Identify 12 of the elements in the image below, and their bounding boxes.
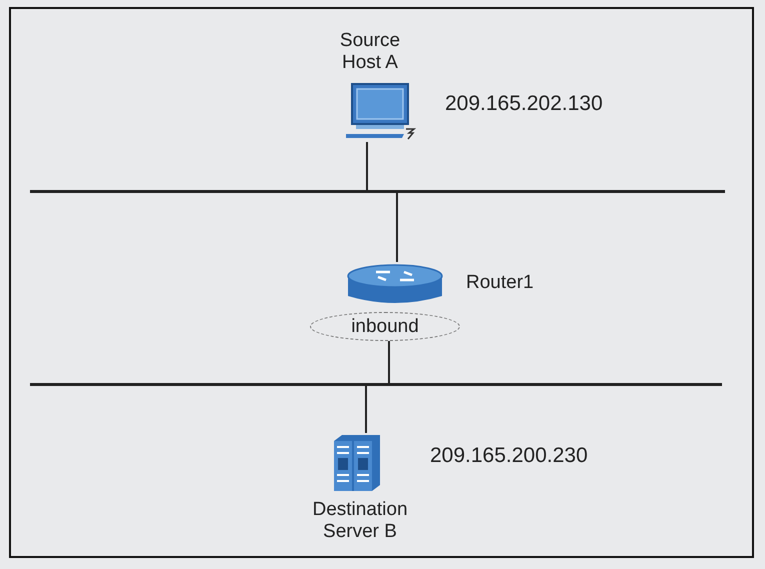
node-label: Router1 (466, 272, 534, 294)
ip-address: 209.165.200.230 (430, 443, 588, 469)
node-label: Destination Server B (311, 499, 409, 543)
ip-address: 209.165.202.130 (445, 91, 603, 117)
connection-line (366, 142, 368, 190)
interface-ellipse: inbound (310, 312, 460, 341)
node-label: Source Host A (338, 30, 402, 74)
connection-line (365, 386, 367, 433)
connection-line (396, 193, 398, 262)
network-segment-line (30, 190, 725, 193)
network-segment-line (30, 383, 722, 386)
connection-line (388, 341, 390, 383)
